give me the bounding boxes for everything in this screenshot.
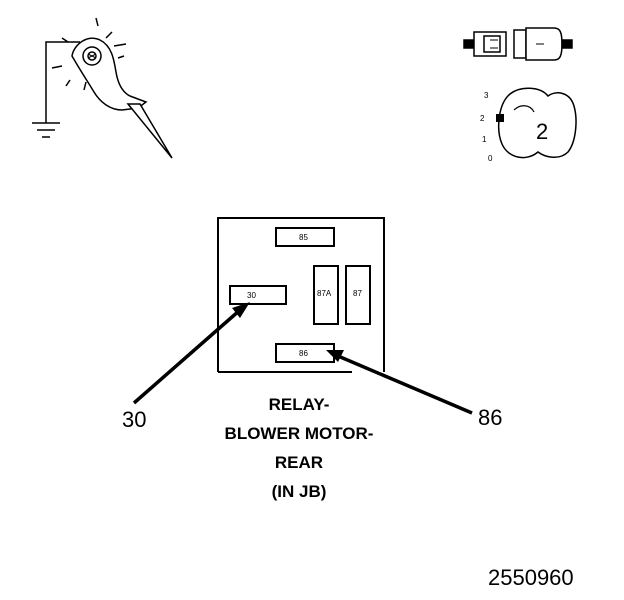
caption-line-2: BLOWER MOTOR- (224, 424, 374, 443)
relay-outline (217, 217, 385, 373)
svg-text:87: 87 (353, 289, 362, 298)
callout-30: 30 (122, 407, 147, 432)
ground-icon (32, 122, 60, 138)
figure-number: 2550960 (488, 565, 574, 590)
svg-text:86: 86 (299, 349, 308, 358)
svg-text:87A: 87A (317, 289, 332, 298)
relay-terminal-86: 86 (275, 343, 335, 363)
ignition-key-icon: 3 2 1 0 2 (480, 87, 577, 163)
caption-line-3: REAR (274, 453, 324, 472)
test-light-probe-icon (32, 17, 173, 159)
ignition-position-1: 1 (482, 135, 487, 144)
relay-terminal-87a: 87A (313, 265, 339, 325)
relay-terminal-85: 85 (275, 227, 335, 247)
connector-icon (463, 27, 573, 61)
svg-text:30: 30 (247, 291, 256, 300)
caption-line-1: RELAY- (268, 395, 330, 414)
ignition-position-3: 3 (484, 91, 489, 100)
callout-86: 86 (478, 405, 503, 430)
relay-terminal-30: 30 (229, 285, 287, 305)
arrow-to-terminal-30 (132, 302, 250, 405)
svg-text:85: 85 (299, 233, 308, 242)
relay-caption: RELAY- BLOWER MOTOR- REAR (IN JB) (180, 390, 418, 506)
ignition-position-2: 2 (480, 114, 485, 123)
caption-line-4: (IN JB) (271, 482, 327, 501)
arrow-to-terminal-86 (326, 350, 473, 415)
ignition-selected-position: 2 (536, 119, 548, 144)
relay-terminal-87: 87 (345, 265, 371, 325)
ignition-position-0: 0 (488, 154, 493, 163)
